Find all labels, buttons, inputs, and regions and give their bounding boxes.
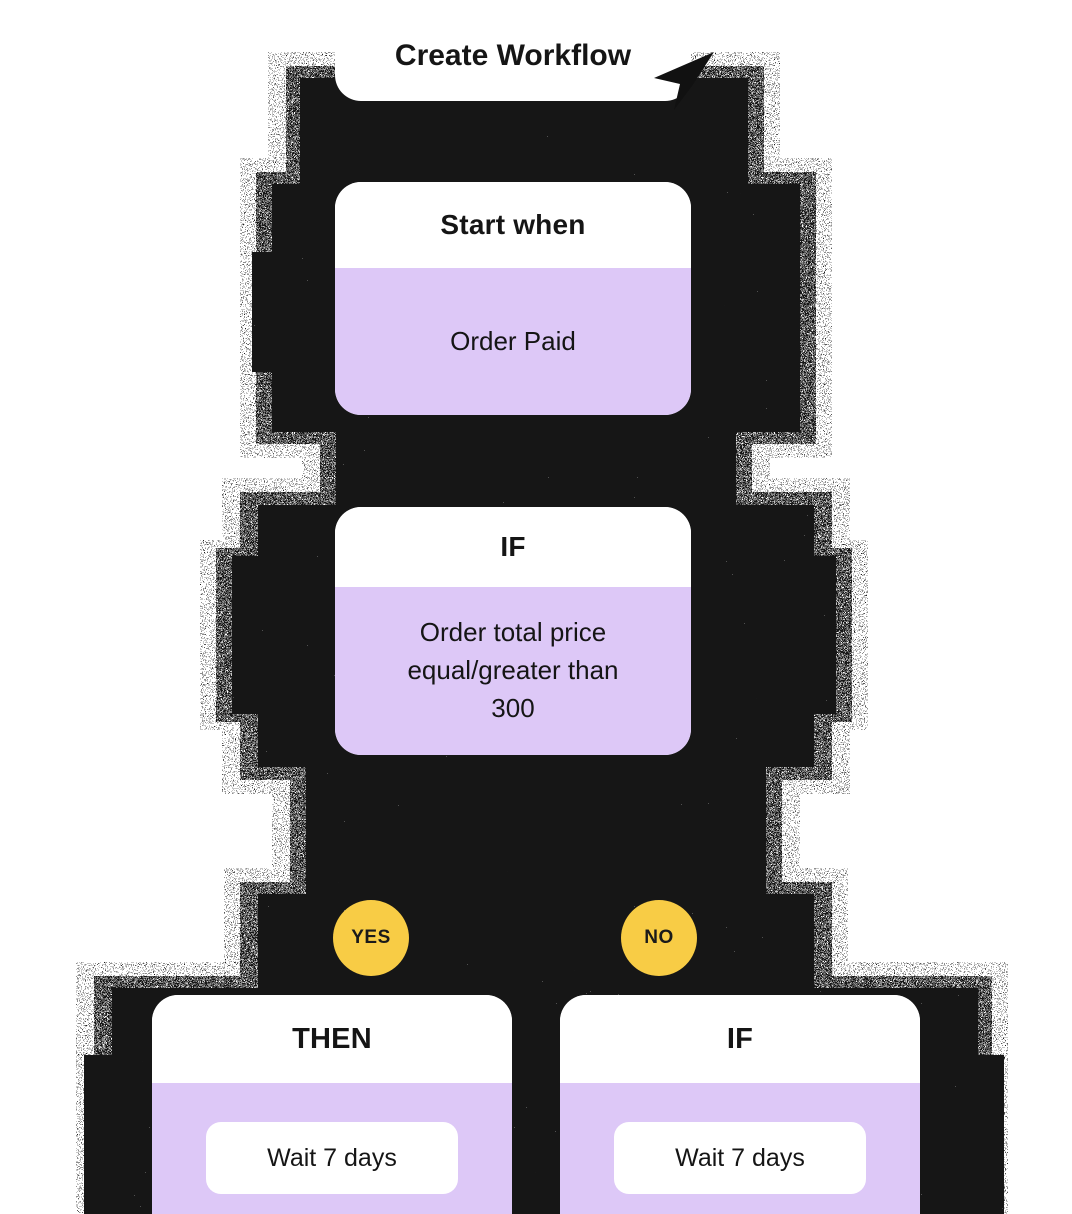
create-workflow-label: Create Workflow [394,38,632,72]
condition-header: IF [335,507,691,587]
then-header: THEN [152,995,512,1083]
if-branch-header: IF [560,995,920,1083]
condition-text: Order total price equal/greater than 300 [407,617,619,723]
if-branch-node[interactable]: IF Wait 7 days [560,995,920,1214]
cursor-icon [654,52,714,110]
yes-badge[interactable]: YES [333,900,409,976]
wait-action-if[interactable]: Wait 7 days [614,1122,866,1194]
trigger-header: Start when [335,182,691,268]
then-node[interactable]: THEN Wait 7 days [152,995,512,1214]
if-branch-body: Wait 7 days [560,1083,920,1214]
then-body: Wait 7 days [152,1083,512,1214]
create-workflow-button[interactable]: Create Workflow [335,10,691,101]
trigger-body: Order Paid [335,268,691,415]
condition-body: Order total price equal/greater than 300 [335,587,691,755]
wait-action-then[interactable]: Wait 7 days [206,1122,458,1194]
trigger-node[interactable]: Start when Order Paid [335,182,691,415]
no-badge[interactable]: NO [621,900,697,976]
condition-node[interactable]: IF Order total price equal/greater than … [335,507,691,755]
